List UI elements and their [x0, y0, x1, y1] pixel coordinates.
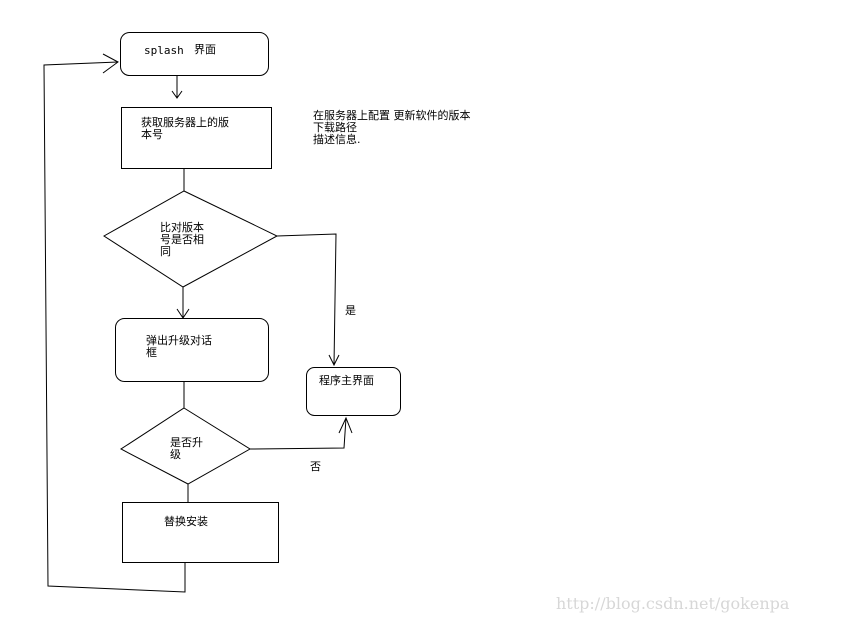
arrow-loop-back-to-splash [43, 53, 186, 593]
edge-label-no: 否 [310, 460, 321, 473]
get-version-label-line1: 获取服务器上的版 [141, 116, 229, 129]
compare-label-line1: 比对版本 [160, 221, 204, 234]
upgrade-label-line2: 级 [170, 448, 181, 461]
server-config-note-line3: 描述信息. [313, 133, 361, 146]
splash-label-en: splash [144, 44, 184, 57]
splash-box [120, 32, 269, 76]
arrow-upgrade-to-main [249, 416, 353, 450]
main-screen-label: 程序主界面 [319, 374, 374, 387]
server-config-note-line1: 在服务器上配置 更新软件的版本 [313, 109, 471, 122]
arrow-compare-to-popup [176, 287, 190, 319]
get-version-box [121, 107, 272, 169]
get-version-label-line2: 本号 [141, 128, 163, 141]
splash-label-cn: 界面 [194, 43, 216, 56]
arrow-splash-to-version [171, 76, 183, 99]
upgrade-label-line1: 是否升 [170, 436, 203, 449]
replace-install-label: 替换安装 [164, 515, 208, 528]
popup-label-line1: 弹出升级对话 [146, 334, 212, 347]
popup-label-line2: 框 [146, 346, 157, 359]
compare-label-line3: 同 [160, 245, 171, 258]
replace-install-box [122, 502, 279, 563]
edge-label-yes: 是 [345, 304, 356, 317]
compare-label-line2: 号是否相 [160, 233, 204, 246]
watermark-url: http://blog.csdn.net/gokenpa [556, 594, 790, 613]
server-config-note-line2: 下载路径 [313, 121, 357, 134]
popup-box [115, 318, 269, 382]
main-screen-box [306, 367, 401, 416]
arrow-compare-to-main [276, 233, 340, 367]
